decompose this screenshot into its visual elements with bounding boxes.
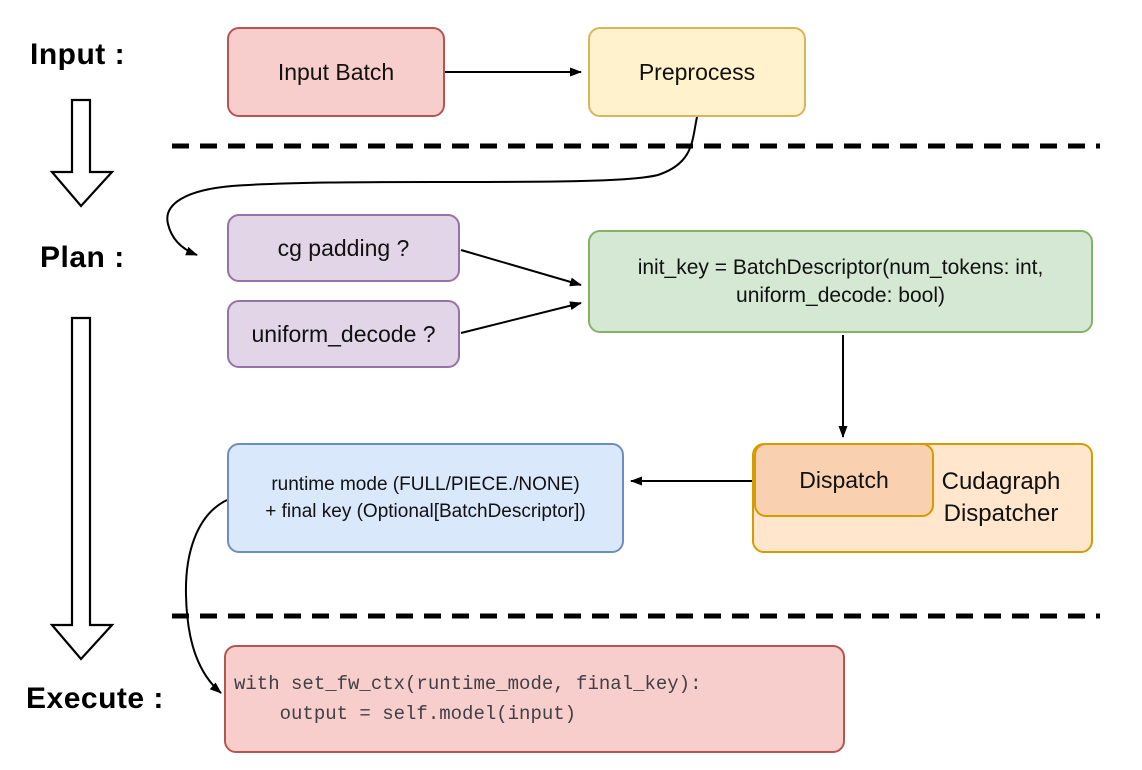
node-dispatch-label: Dispatch xyxy=(799,466,889,493)
edge-runtime-executecode xyxy=(184,499,228,694)
node-dispatch: Dispatch xyxy=(754,443,934,517)
node-execute-code: with set_fw_ctx(runtime_mode, final_key)… xyxy=(224,645,845,753)
phase-arrow-plan-to-execute-icon xyxy=(49,316,115,661)
node-cudagraph-line1: Cudagraph xyxy=(941,468,1061,495)
node-runtime-line1: runtime mode (FULL/PIECE./NONE) xyxy=(271,474,580,495)
node-preprocess-label: Preprocess xyxy=(638,58,756,85)
node-runtime-mode: runtime mode (FULL/PIECE./NONE) + final … xyxy=(227,443,624,553)
node-cudagraph-line2: Dispatcher xyxy=(943,500,1059,527)
edge-cgpadding-initkey xyxy=(460,249,582,287)
node-uniform-decode: uniform_decode ? xyxy=(227,300,460,368)
section-label-input: Input : xyxy=(30,38,126,71)
phase-arrow-input-to-plan-icon xyxy=(49,98,115,208)
node-input-batch: Input Batch xyxy=(227,27,445,117)
section-label-execute: Execute : xyxy=(26,682,164,715)
edge-preprocess-cgpadding xyxy=(166,116,698,256)
edge-uniformdecode-initkey xyxy=(460,301,582,334)
execute-code-line1: with set_fw_ctx(runtime_mode, final_key)… xyxy=(234,673,702,695)
node-input-batch-label: Input Batch xyxy=(277,58,395,85)
node-uniform-decode-label: uniform_decode ? xyxy=(251,320,436,347)
execute-code-line2: output = self.model(input) xyxy=(234,703,577,725)
node-cg-padding: cg padding ? xyxy=(227,214,460,282)
node-preprocess: Preprocess xyxy=(588,27,806,117)
section-label-plan: Plan : xyxy=(40,241,125,274)
node-cg-padding-label: cg padding ? xyxy=(277,234,410,261)
node-init-key-line1: init_key = BatchDescriptor(num_tokens: i… xyxy=(637,255,1044,279)
node-runtime-line2: + final key (Optional[BatchDescriptor]) xyxy=(265,501,586,522)
node-init-key: init_key = BatchDescriptor(num_tokens: i… xyxy=(588,230,1093,333)
node-init-key-line2: uniform_decode: bool) xyxy=(736,283,945,307)
